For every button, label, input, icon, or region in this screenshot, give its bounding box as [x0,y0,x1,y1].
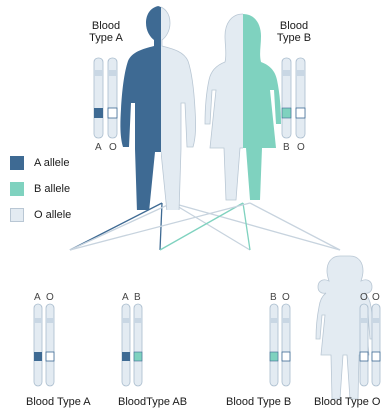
line-b-to-child3 [243,203,250,250]
child-1-chromosomes [34,304,54,386]
father-label-line1: Blood [84,20,128,32]
child-4-label: Blood Type O [314,396,380,408]
mother-allele-1: B [283,142,290,153]
line-o2-to-child4 [250,203,340,250]
father-figure [120,6,195,212]
legend-label-a: A allele [34,157,69,169]
father-label: Blood Type A [84,20,128,44]
inheritance-lines [70,203,340,250]
child-1-allele-1: A [34,292,41,303]
father-allele-2: O [109,142,117,153]
child-3-label: Blood Type B [226,396,291,408]
child-3-chromosomes [270,304,290,386]
line-o-to-child4 [172,203,340,250]
child-1-allele-2: O [46,292,54,303]
mother-label-line1: Blood [272,20,316,32]
line-o-to-child1 [70,203,172,250]
child-2-allele-1: A [122,292,129,303]
child-1-label: Blood Type A [26,396,91,408]
child-3-allele-1: B [270,292,277,303]
child-2-chromosomes [122,304,142,386]
child-2-allele-2: B [134,292,141,303]
child-2-label: BloodType AB [118,396,187,408]
line-b-to-child2 [160,203,243,250]
mother-allele-2: O [297,142,305,153]
legend-label-o: O allele [34,209,71,221]
father-label-line2: Type A [84,32,128,44]
legend-label-b: B allele [34,183,70,195]
line-o-to-child3 [172,203,250,250]
mother-figure [205,14,281,200]
father-chromosomes [94,58,117,138]
legend-swatch-o [10,208,24,222]
child-3-figure [224,256,276,389]
mother-label: Blood Type B [272,20,316,44]
mother-label-line2: Type B [272,32,316,44]
father-allele-1: A [95,142,102,153]
child-3-allele-2: O [282,292,290,303]
mother-chromosomes [282,58,305,138]
child-4-allele-1: O [360,292,368,303]
child-1-figure [54,256,106,389]
child-4-allele-2: O [372,292,380,303]
legend-swatch-a [10,156,24,170]
legend-swatch-b [10,182,24,196]
child-2-figure [140,256,198,399]
